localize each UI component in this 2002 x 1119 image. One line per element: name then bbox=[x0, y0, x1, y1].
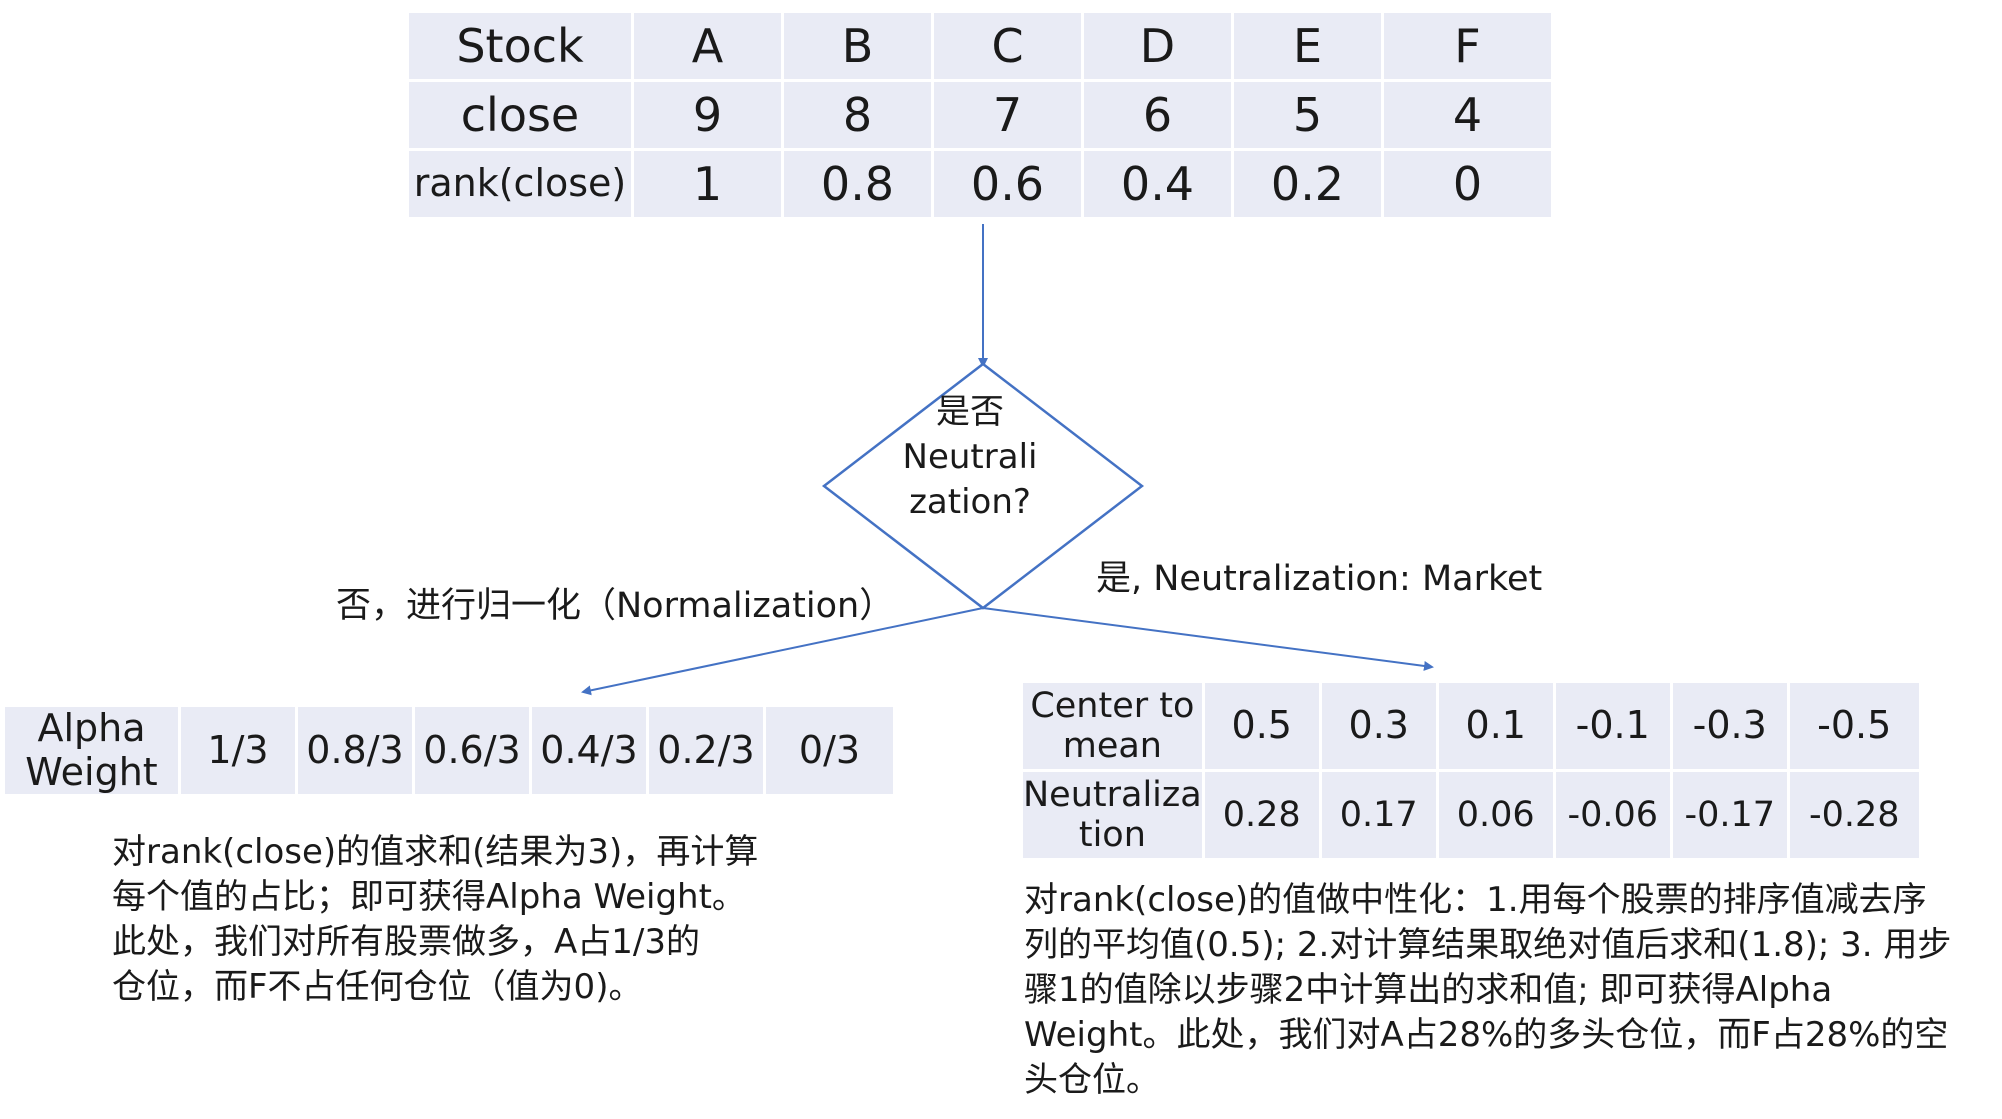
table-cell: 0.6 bbox=[931, 148, 1084, 220]
table-cell: -0.17 bbox=[1669, 769, 1790, 861]
table-cell: -0.5 bbox=[1786, 680, 1922, 772]
table-cell: 5 bbox=[1231, 79, 1384, 151]
table-cell: 0.4 bbox=[1081, 148, 1234, 220]
row-label: Neutraliza tion bbox=[1020, 769, 1205, 861]
table-row: Alpha Weight 1/3 0.8/3 0.6/3 0.4/3 0.2/3… bbox=[2, 703, 896, 798]
table-cell: 0.8/3 bbox=[295, 703, 415, 798]
table-cell: 7 bbox=[931, 79, 1084, 151]
table-cell: 0.06 bbox=[1435, 769, 1556, 861]
table-cell: -0.3 bbox=[1669, 680, 1790, 772]
table-cell: 0.6/3 bbox=[412, 703, 532, 798]
neutralization-table: Center to mean 0.5 0.3 0.1 -0.1 -0.3 -0.… bbox=[1020, 680, 1922, 861]
arrow-yes-branch bbox=[982, 607, 1434, 671]
normalization-note: 对rank(close)的值求和(结果为3)，再计算 每个值的占比；即可获得Al… bbox=[112, 832, 759, 1007]
stock-rank-table: Stock A B C D E F close 9 8 7 6 5 4 rank… bbox=[406, 10, 1554, 220]
table-cell: 0.28 bbox=[1201, 769, 1322, 861]
header-a: A bbox=[631, 10, 784, 82]
header-f: F bbox=[1381, 10, 1554, 82]
table-cell: 1/3 bbox=[178, 703, 298, 798]
header-b: B bbox=[781, 10, 934, 82]
table-cell: -0.06 bbox=[1552, 769, 1673, 861]
table-cell: 1 bbox=[631, 148, 784, 220]
table-cell: 0.1 bbox=[1435, 680, 1556, 772]
row-label: close bbox=[406, 79, 634, 151]
table-cell: 0.2 bbox=[1231, 148, 1384, 220]
table-cell: 6 bbox=[1081, 79, 1234, 151]
table-cell: 0.17 bbox=[1318, 769, 1439, 861]
decision-label: 是否 Neutrali zation? bbox=[902, 392, 1038, 522]
table-cell: 8 bbox=[781, 79, 934, 151]
neutralization-note: 对rank(close)的值做中性化：1.用每个股票的排序值减去序 列的平均值(… bbox=[1024, 880, 1952, 1100]
table-cell: -0.1 bbox=[1552, 680, 1673, 772]
table-cell: 0/3 bbox=[763, 703, 896, 798]
table-cell: 0.8 bbox=[781, 148, 934, 220]
header-c: C bbox=[931, 10, 1084, 82]
alpha-weight-table: Alpha Weight 1/3 0.8/3 0.6/3 0.4/3 0.2/3… bbox=[2, 703, 896, 798]
table-cell: 0 bbox=[1381, 148, 1554, 220]
header-e: E bbox=[1231, 10, 1384, 82]
header-stock: Stock bbox=[406, 10, 634, 82]
table-row-center-to-mean: Center to mean 0.5 0.3 0.1 -0.1 -0.3 -0.… bbox=[1020, 680, 1922, 772]
table-row-rank: rank(close) 1 0.8 0.6 0.4 0.2 0 bbox=[406, 148, 1554, 220]
table-header-row: Stock A B C D E F bbox=[406, 10, 1554, 82]
table-cell: 0.4/3 bbox=[529, 703, 649, 798]
header-d: D bbox=[1081, 10, 1234, 82]
row-label: rank(close) bbox=[406, 148, 634, 220]
table-cell: -0.28 bbox=[1786, 769, 1922, 861]
no-branch-label: 否，进行归一化（Normalization） bbox=[336, 586, 895, 626]
arrow-no-branch bbox=[581, 607, 984, 696]
table-cell: 4 bbox=[1381, 79, 1554, 151]
table-cell: 0.2/3 bbox=[646, 703, 766, 798]
row-label: Alpha Weight bbox=[2, 703, 181, 798]
yes-branch-label: 是, Neutralization: Market bbox=[1096, 559, 1543, 599]
table-cell: 0.3 bbox=[1318, 680, 1439, 772]
row-label: Center to mean bbox=[1020, 680, 1205, 772]
table-row-neutralization: Neutraliza tion 0.28 0.17 0.06 -0.06 -0.… bbox=[1020, 769, 1922, 861]
table-row-close: close 9 8 7 6 5 4 bbox=[406, 79, 1554, 151]
table-cell: 0.5 bbox=[1201, 680, 1322, 772]
table-cell: 9 bbox=[631, 79, 784, 151]
